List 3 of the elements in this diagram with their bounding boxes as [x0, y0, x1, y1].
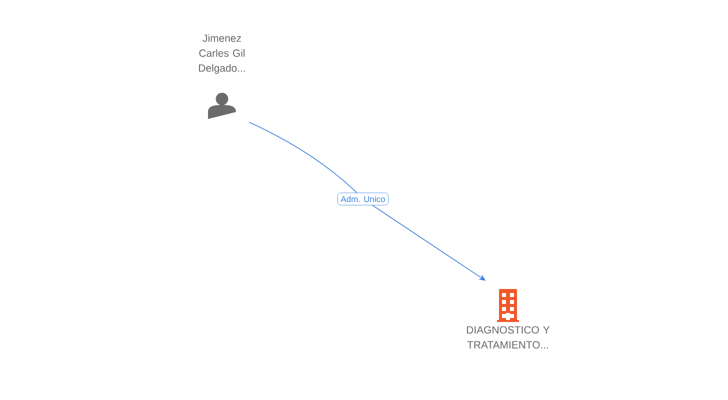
edge-label: Adm. Unico — [338, 192, 388, 206]
company-label: DIAGNOSTICO Y TRATAMIENTO... — [467, 326, 550, 349]
person-label: Jimenez Carles Gil Delgado... — [199, 34, 245, 74]
